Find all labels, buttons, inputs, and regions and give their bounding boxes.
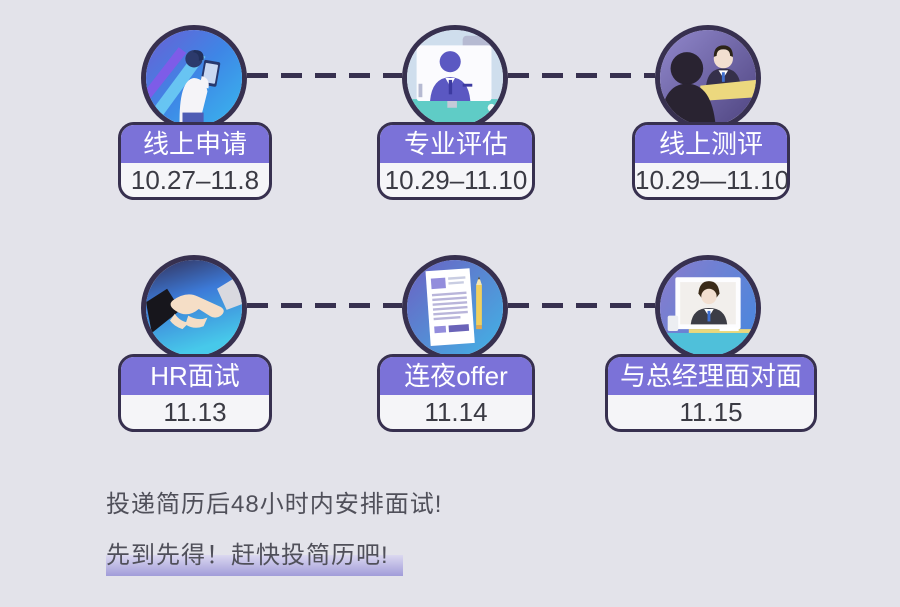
footer-note: 投递简历后48小时内安排面试! <box>106 491 443 518</box>
interview-assessment-icon <box>660 30 756 126</box>
step-label: 专业评估 <box>380 125 532 163</box>
step-badge-hr-interview: HR面试 11.13 <box>118 354 272 432</box>
step-badge-professional-evaluation: 专业评估 10.29–11.10 <box>377 122 535 200</box>
step-circle-online-application <box>141 25 247 131</box>
step-date: 11.15 <box>679 397 743 427</box>
step-badge-gm-meeting: 与总经理面对面 11.15 <box>605 354 817 432</box>
step-date: 10.29–11.10 <box>384 165 528 195</box>
step-circle-gm-meeting <box>655 255 761 361</box>
step-label: HR面试 <box>121 357 269 395</box>
step-circle-offer <box>402 255 508 361</box>
step-circle-professional-evaluation <box>402 25 508 131</box>
step-label: 线上测评 <box>635 125 787 163</box>
dashed-connector <box>508 73 655 78</box>
step-label: 线上申请 <box>121 125 269 163</box>
step-date: 11.14 <box>424 397 488 427</box>
step-date: 11.13 <box>163 397 227 427</box>
step-date: 10.27–11.8 <box>130 165 260 195</box>
gm-meeting-icon <box>660 260 756 356</box>
dashed-connector <box>247 303 402 308</box>
offer-document-icon <box>407 260 503 356</box>
step-badge-online-assessment: 线上测评 10.29—11.10 <box>632 122 790 200</box>
step-circle-online-assessment <box>655 25 761 131</box>
handshake-icon <box>146 260 242 356</box>
step-badge-online-application: 线上申请 10.27–11.8 <box>118 122 272 200</box>
footer-cta-highlight: 先到先得！赶快投简历吧! <box>106 542 403 576</box>
step-circle-hr-interview <box>141 255 247 361</box>
video-evaluation-icon <box>407 30 503 126</box>
online-application-icon <box>146 30 242 126</box>
step-label: 与总经理面对面 <box>608 357 814 395</box>
dashed-connector <box>247 73 402 78</box>
step-label: 连夜offer <box>380 357 532 395</box>
step-badge-offer: 连夜offer 11.14 <box>377 354 535 432</box>
step-date: 10.29—11.10 <box>635 165 790 195</box>
footer-cta: 先到先得！赶快投简历吧! <box>106 540 403 576</box>
dashed-connector <box>508 303 655 308</box>
